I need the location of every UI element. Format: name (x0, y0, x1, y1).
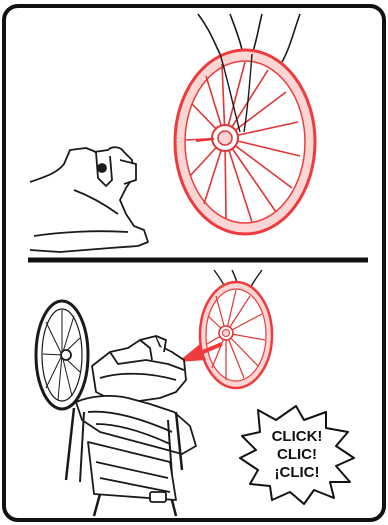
top-panel (29, 13, 317, 253)
arrow-left-icon (178, 342, 223, 362)
click-sound-burst: CLICK! CLIC! ¡CLIC! (239, 405, 355, 505)
stroller-body (34, 299, 197, 517)
bottom-panel: CLICK! CLIC! ¡CLIC! (34, 269, 355, 517)
highlighted-wheel-top (173, 48, 317, 236)
burst-text-line1: CLICK! (272, 428, 323, 445)
burst-text-line2: CLIC! (277, 446, 317, 463)
top-frame-lines (197, 13, 301, 63)
burst-shape (239, 405, 355, 505)
stroller-axle-housing (29, 146, 149, 253)
burst-text-line3: ¡CLIC! (275, 464, 320, 481)
highlighted-wheel-bottom (198, 280, 274, 390)
axle-stub-top (195, 138, 215, 142)
